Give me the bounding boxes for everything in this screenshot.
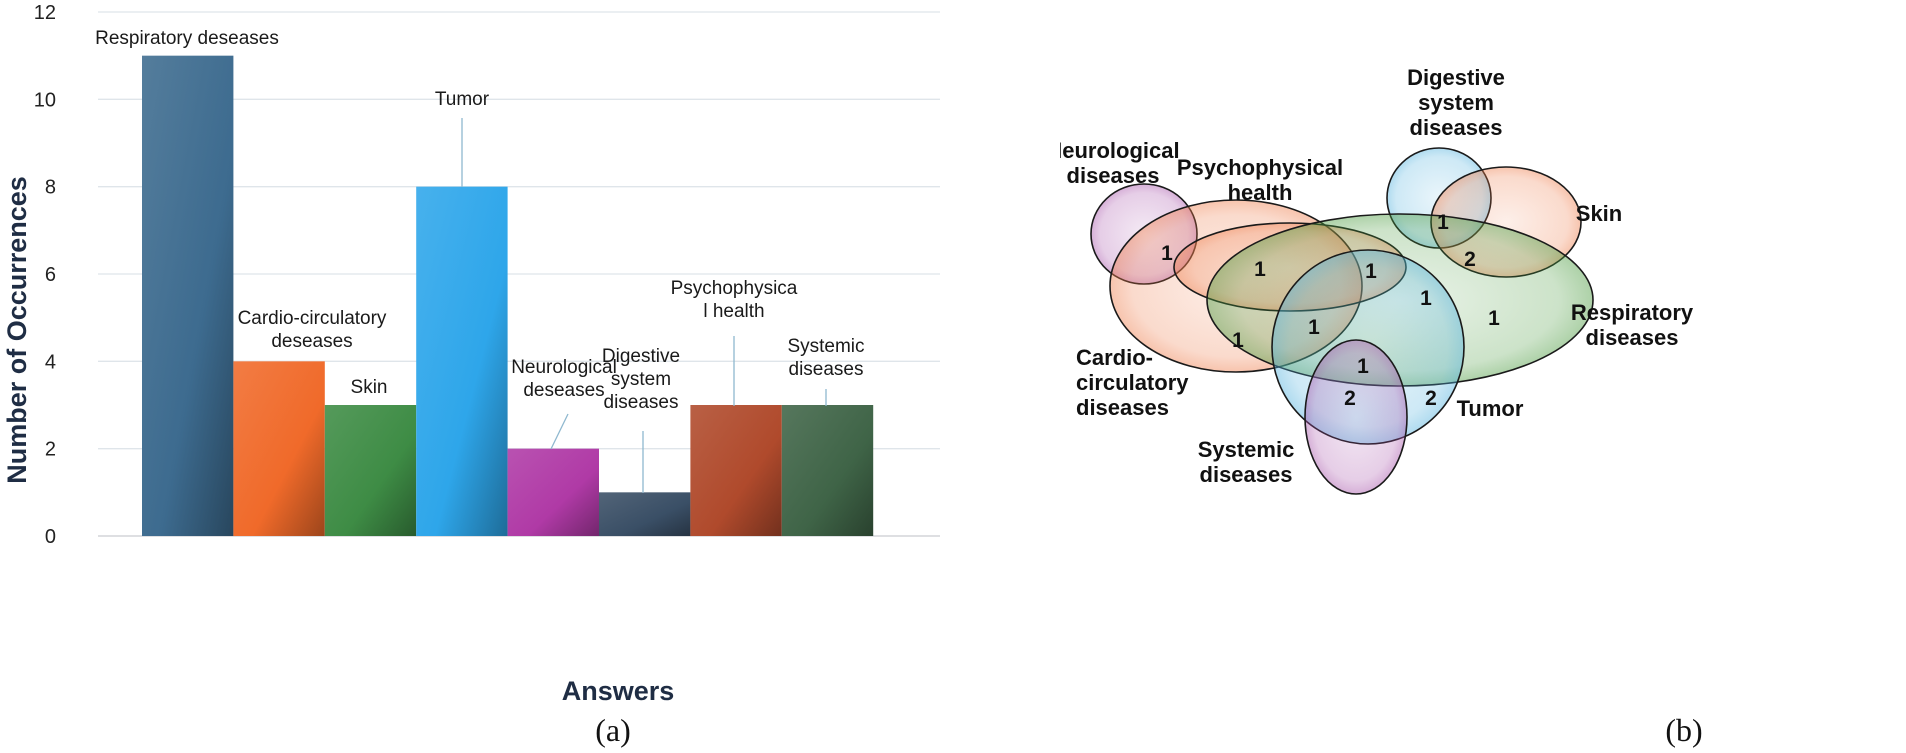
- bar-cardio-circulatory-deseases: [233, 361, 325, 536]
- venn-set-labels: NeurologicaldiseasesPsychophysicalhealth…: [1060, 65, 1694, 487]
- venn-region-count: 2: [1344, 387, 1356, 410]
- venn-region-count: 1: [1488, 307, 1500, 330]
- y-tick-labels: 0 2 4 6 8 10 12: [34, 2, 56, 548]
- bars: [142, 55, 874, 537]
- venn-diagram: NeurologicaldiseasesPsychophysicalhealth…: [1060, 65, 1703, 748]
- y-axis-title: Number of Occurrences: [2, 176, 32, 484]
- bar-label-skin: Skin: [351, 377, 388, 398]
- bar-respiratory-deseases: [142, 55, 234, 537]
- venn-set-systemic-diseases: [1304, 339, 1408, 495]
- bar-systemic-diseases: [781, 405, 874, 536]
- panel-label-b: (b): [1665, 712, 1702, 748]
- label-leader-lines: [461, 118, 827, 493]
- bar-psychophysica-l-health: [690, 405, 782, 536]
- bar-chart: 0 2 4 6 8 10 12 Respiratory deseasesCardio-cir…: [2, 2, 940, 748]
- venn-region-count: 1: [1232, 329, 1244, 352]
- y-tick-label: 2: [45, 439, 56, 461]
- panel-label-a: (a): [595, 712, 631, 748]
- venn-region-count: 2: [1464, 248, 1476, 271]
- bar-neurological-deseases: [507, 448, 599, 536]
- bar-label-tumor: Tumor: [435, 89, 490, 110]
- venn-region-count: 1: [1437, 211, 1449, 234]
- venn-region-count: 1: [1161, 242, 1173, 265]
- x-axis-title: Answers: [562, 676, 675, 706]
- y-tick-label: 6: [45, 264, 56, 286]
- bar-digestive-system-diseases: [599, 492, 691, 536]
- leader-line: [550, 413, 569, 450]
- y-tick-label: 10: [34, 89, 56, 111]
- y-tick-label: 12: [34, 2, 56, 24]
- venn-label-neurological-diseases: Neurologicaldiseases: [1060, 138, 1180, 188]
- venn-region-count: 1: [1420, 287, 1432, 310]
- bar-tumor: [416, 186, 508, 536]
- y-tick-label: 0: [45, 526, 56, 548]
- bar-skin: [324, 405, 417, 536]
- y-tick-label: 8: [45, 177, 56, 199]
- venn-region-count: 2: [1425, 387, 1437, 410]
- y-tick-label: 4: [45, 351, 56, 373]
- venn-region-count: 1: [1308, 316, 1320, 339]
- venn-label-tumor: Tumor: [1457, 396, 1524, 421]
- venn-region-count: 1: [1365, 260, 1377, 283]
- venn-region-count: 1: [1357, 355, 1369, 378]
- venn-sets: [1090, 147, 1594, 495]
- venn-label-skin: Skin: [1576, 201, 1622, 226]
- bar-label-respiratory-deseases: Respiratory deseases: [95, 28, 279, 49]
- venn-region-count: 1: [1254, 258, 1266, 281]
